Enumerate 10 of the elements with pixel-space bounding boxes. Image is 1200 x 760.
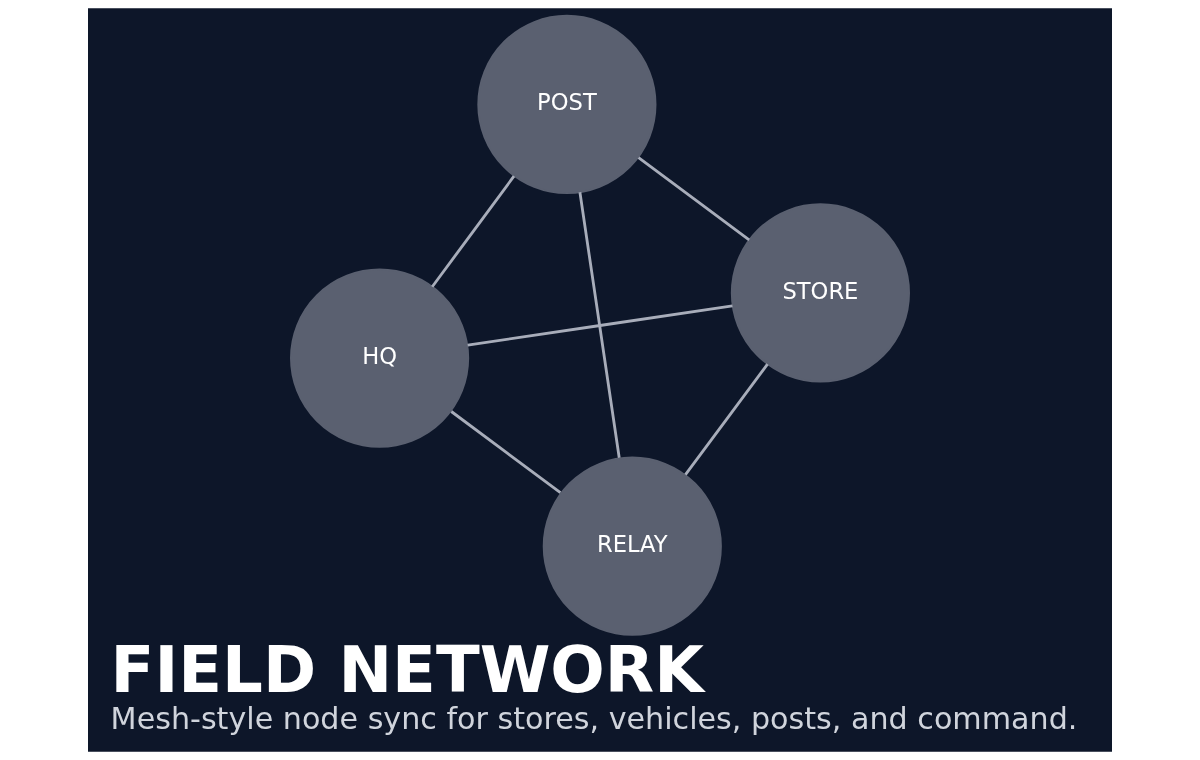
node-circle: POST bbox=[477, 14, 657, 194]
connector bbox=[578, 192, 621, 458]
connector bbox=[467, 304, 733, 347]
connector bbox=[637, 156, 750, 242]
connector bbox=[450, 410, 562, 494]
node-circle: STORE bbox=[730, 203, 910, 383]
connector bbox=[684, 363, 769, 476]
node-circle: RELAY bbox=[542, 456, 722, 636]
node-circle: HQ bbox=[290, 268, 470, 448]
connector bbox=[431, 175, 516, 288]
